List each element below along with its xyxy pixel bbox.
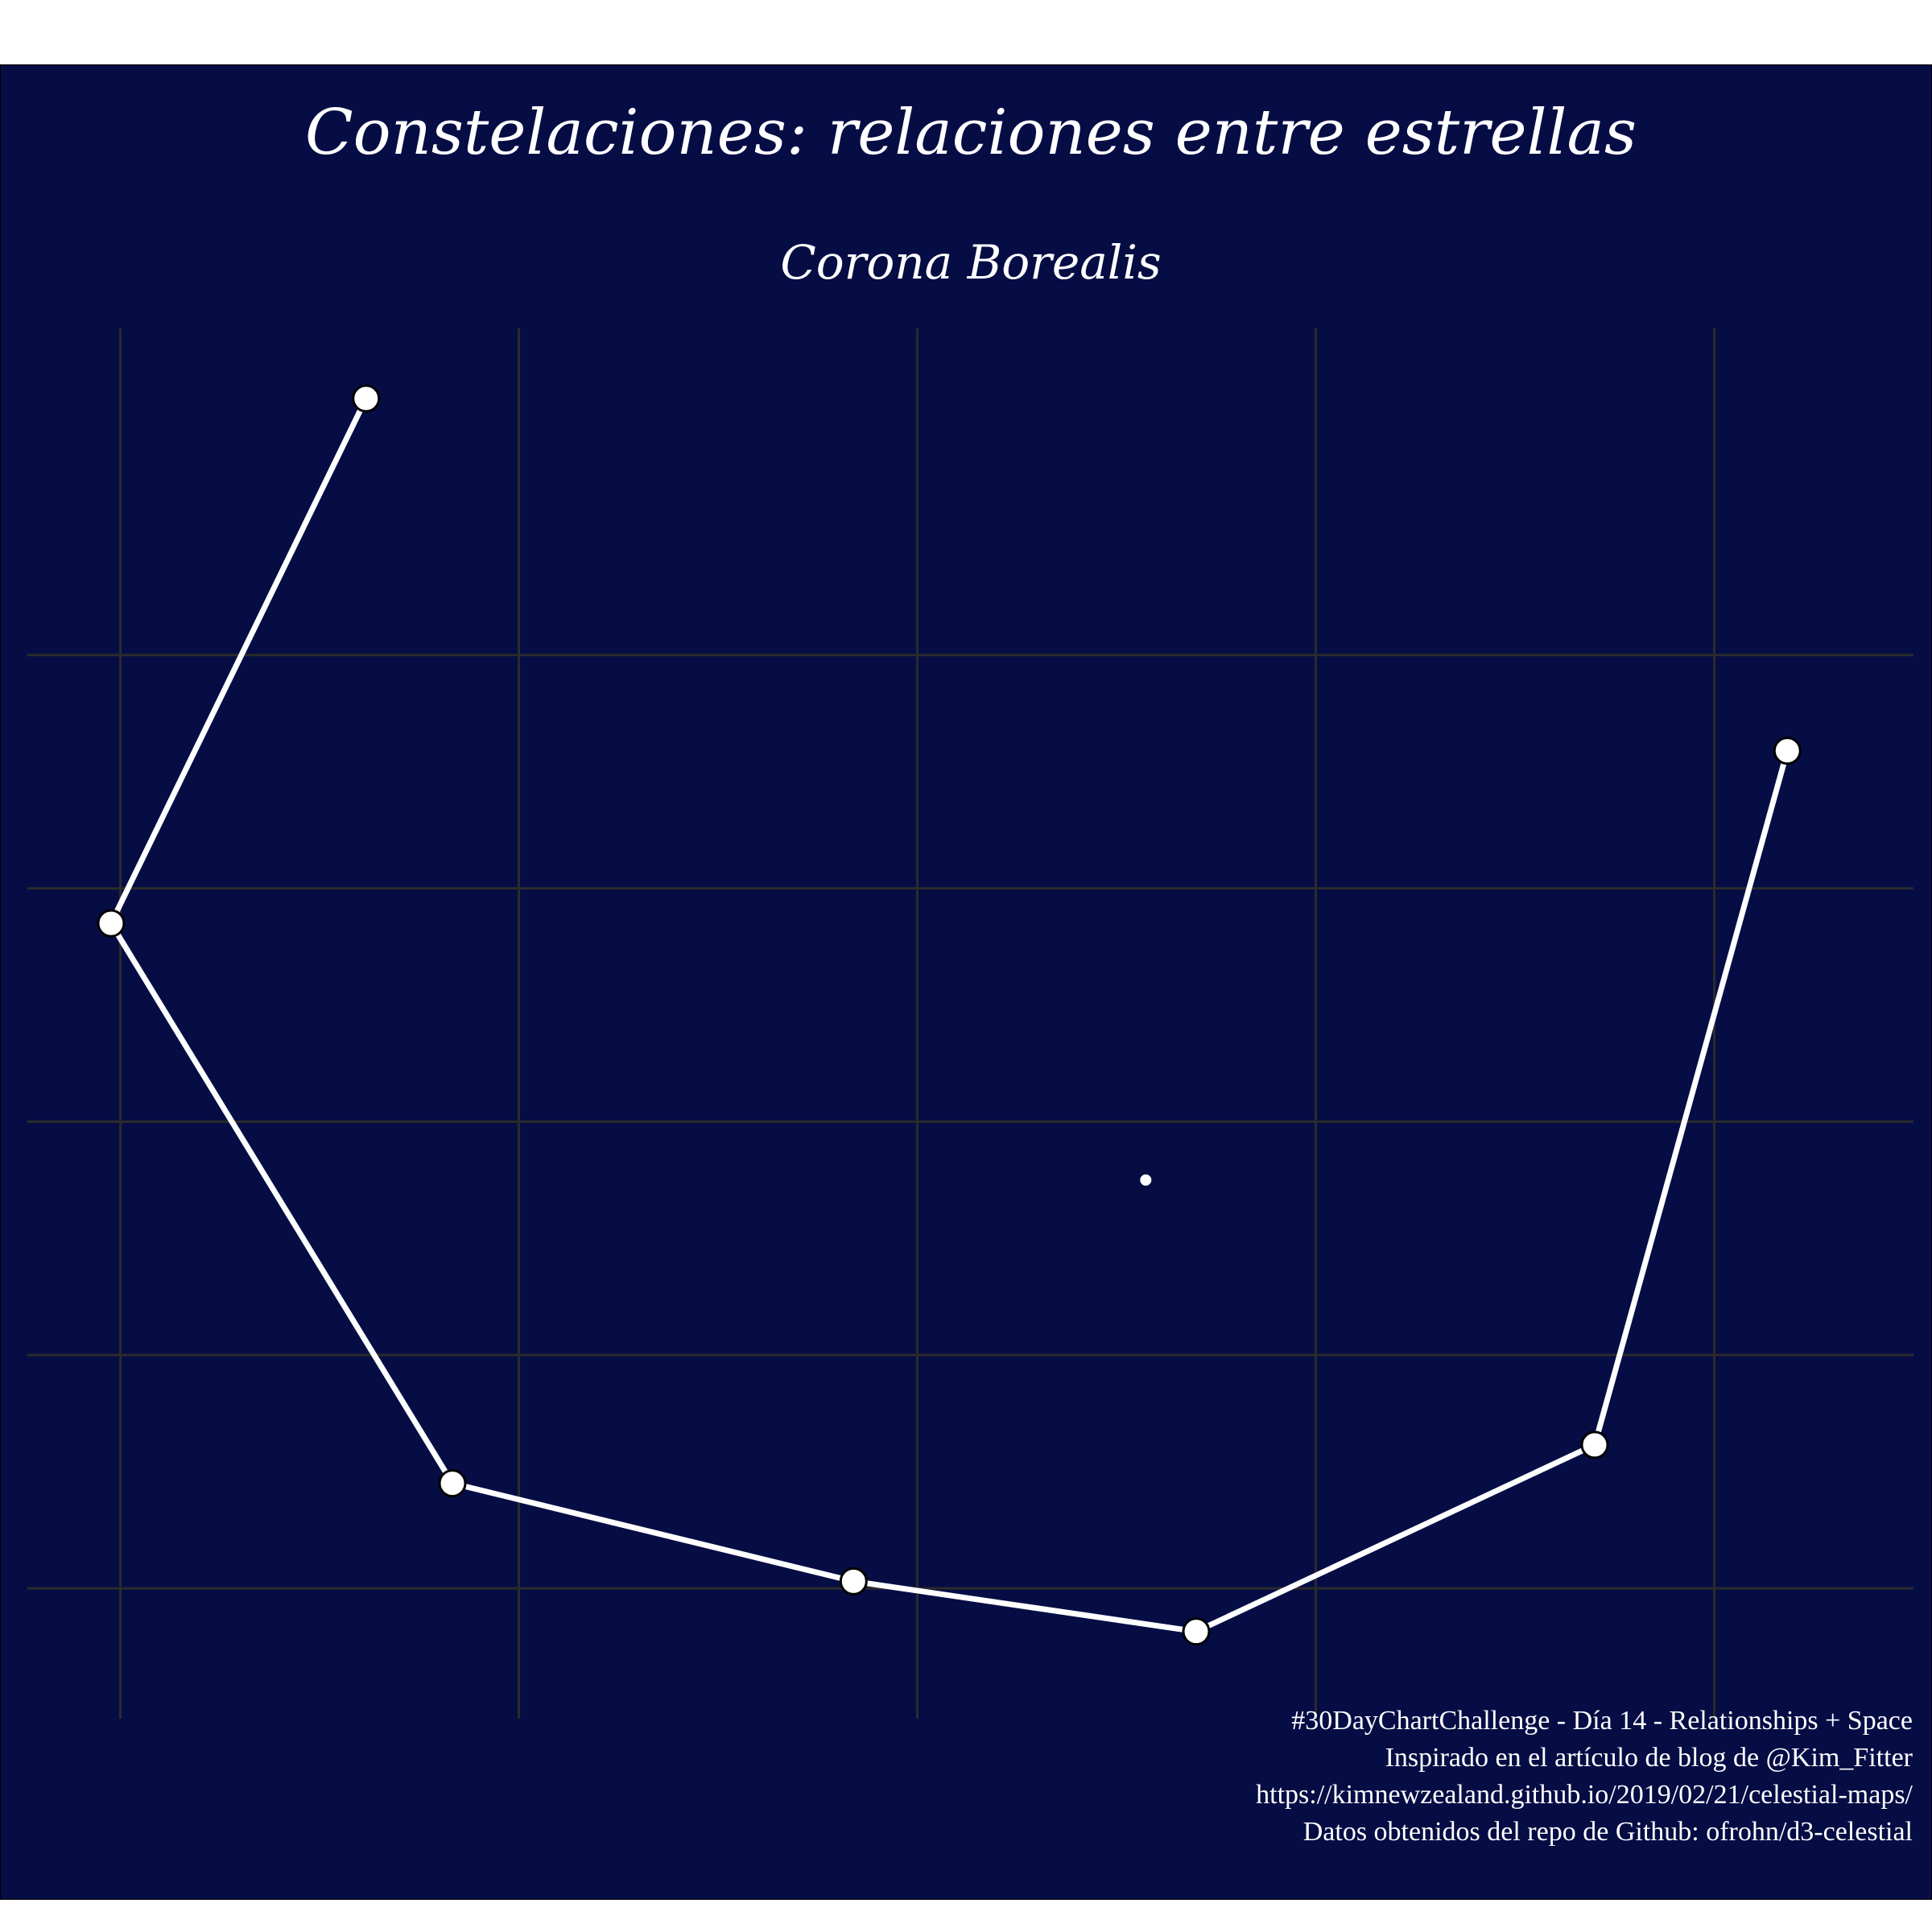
star-point-0	[352, 384, 381, 413]
chart-subtitle: Corona Borealis	[780, 235, 1161, 290]
star-point-2	[438, 1469, 467, 1498]
caption-line-3: https://kimnewzealand.github.io/2019/02/…	[1256, 1780, 1913, 1810]
chart-title: Constelaciones: relaciones entre estrell…	[305, 97, 1637, 169]
grid-layer	[27, 328, 1913, 1719]
star-point-1	[97, 909, 126, 938]
star-point-4	[1182, 1617, 1211, 1646]
constellation-line	[108, 397, 1790, 1635]
caption: #30DayChartChallenge - Día 14 - Relation…	[1256, 1706, 1913, 1847]
constellation-chart: Constelaciones: relaciones entre estrell…	[27, 97, 1913, 1847]
star-point-6	[1773, 737, 1802, 766]
star-point-3	[839, 1567, 868, 1596]
caption-line-2: Inspirado en el artículo de blog de @Kim…	[1385, 1743, 1913, 1773]
line-layer	[108, 397, 1790, 1635]
isolated-star-0	[1140, 1174, 1152, 1186]
caption-line-4: Datos obtenidos del repo de Github: ofro…	[1303, 1817, 1913, 1847]
chart-panel: Constelaciones: relaciones entre estrell…	[0, 64, 1932, 1900]
caption-line-1: #30DayChartChallenge - Día 14 - Relation…	[1291, 1706, 1913, 1736]
point-layer	[97, 384, 1802, 1646]
star-point-5	[1580, 1430, 1609, 1459]
